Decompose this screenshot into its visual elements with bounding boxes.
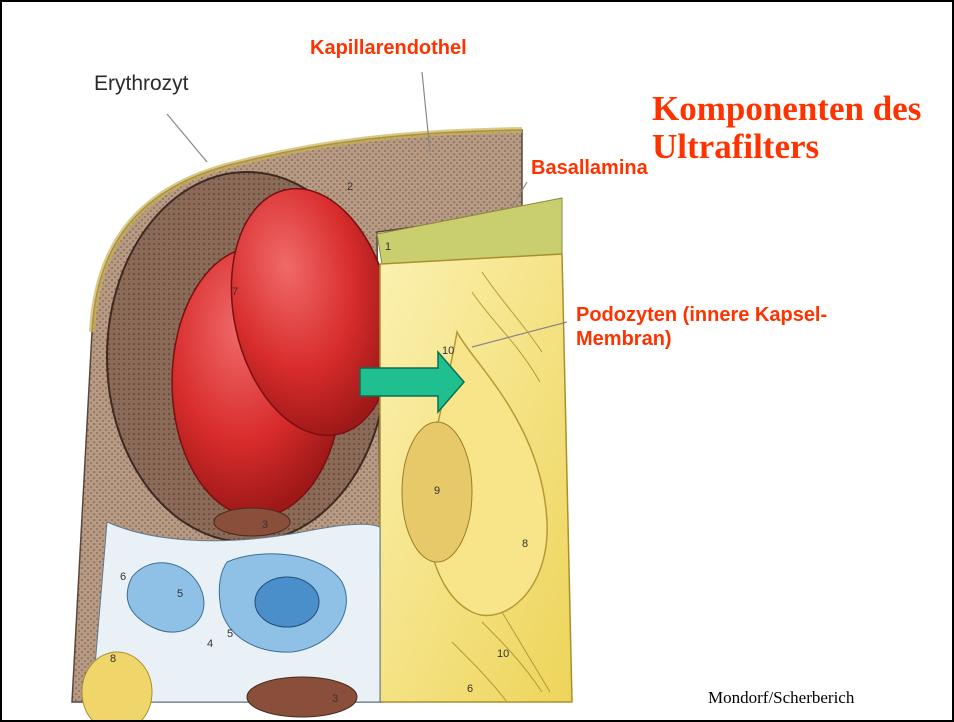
num-5a: 5 <box>177 588 183 600</box>
label-podozyten-line-2: Membran) <box>576 327 827 351</box>
num-1: 1 <box>385 241 391 253</box>
num-3a: 3 <box>262 519 268 531</box>
num-9: 9 <box>434 485 440 497</box>
label-basallamina: Basallamina <box>531 156 648 180</box>
num-10a: 10 <box>442 345 454 357</box>
num-3b: 3 <box>332 693 338 705</box>
num-6b: 6 <box>467 683 473 695</box>
cell-3-top <box>214 508 290 536</box>
slide-title: Komponenten des Ultrafilters <box>652 90 952 166</box>
num-10b: 10 <box>497 648 509 660</box>
num-4: 4 <box>207 638 213 650</box>
label-kapillarendothel: Kapillarendothel <box>310 36 467 60</box>
num-5b: 5 <box>227 628 233 640</box>
num-8b: 8 <box>110 653 116 665</box>
label-podozyten: Podozyten (innere Kapsel- Membran) <box>576 303 827 351</box>
title-line-2: Ultrafilters <box>652 128 952 166</box>
cell-3-bottom <box>247 677 357 717</box>
num-8a: 8 <box>522 538 528 550</box>
num-6a: 6 <box>120 571 126 583</box>
title-line-1: Komponenten des <box>652 90 952 128</box>
num-2: 2 <box>347 181 353 193</box>
mesangial-nucleus <box>255 577 319 627</box>
label-erythrozyt: Erythrozyt <box>94 72 189 96</box>
credit-text: Mondorf/Scherberich <box>708 688 854 708</box>
label-podozyten-line-1: Podozyten (innere Kapsel- <box>576 303 827 327</box>
num-7: 7 <box>232 286 238 298</box>
